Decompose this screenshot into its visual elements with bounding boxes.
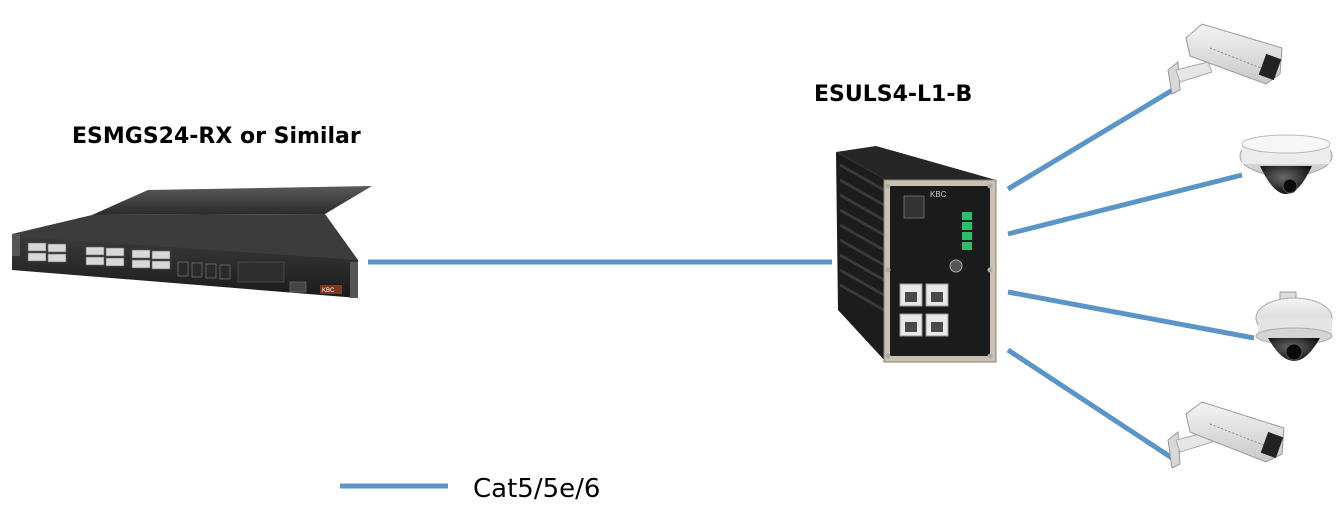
edge-switch-label: ESULS4-L1-B <box>814 82 973 107</box>
core-switch: KBC <box>12 186 372 298</box>
cables <box>340 85 1255 489</box>
core-switch-label: ESMGS24-RX or Similar <box>72 124 361 149</box>
bullet-camera-icon <box>1167 401 1285 469</box>
ptz-dome-camera-icon <box>1255 291 1333 361</box>
edge-switch: KBC <box>836 146 997 363</box>
core-switch-logo: KBC <box>322 288 335 294</box>
edge-switch-logo: KBC <box>930 190 947 199</box>
cable-camera-4 <box>1006 347 1174 461</box>
cable-camera-2 <box>1007 172 1243 237</box>
cable-camera-1 <box>1006 85 1178 192</box>
legend-label: Cat5/5e/6 <box>473 474 601 504</box>
bullet-camera-icon <box>1167 23 1283 95</box>
dome-camera-icon <box>1239 134 1333 194</box>
cable-camera-3 <box>1007 289 1255 341</box>
